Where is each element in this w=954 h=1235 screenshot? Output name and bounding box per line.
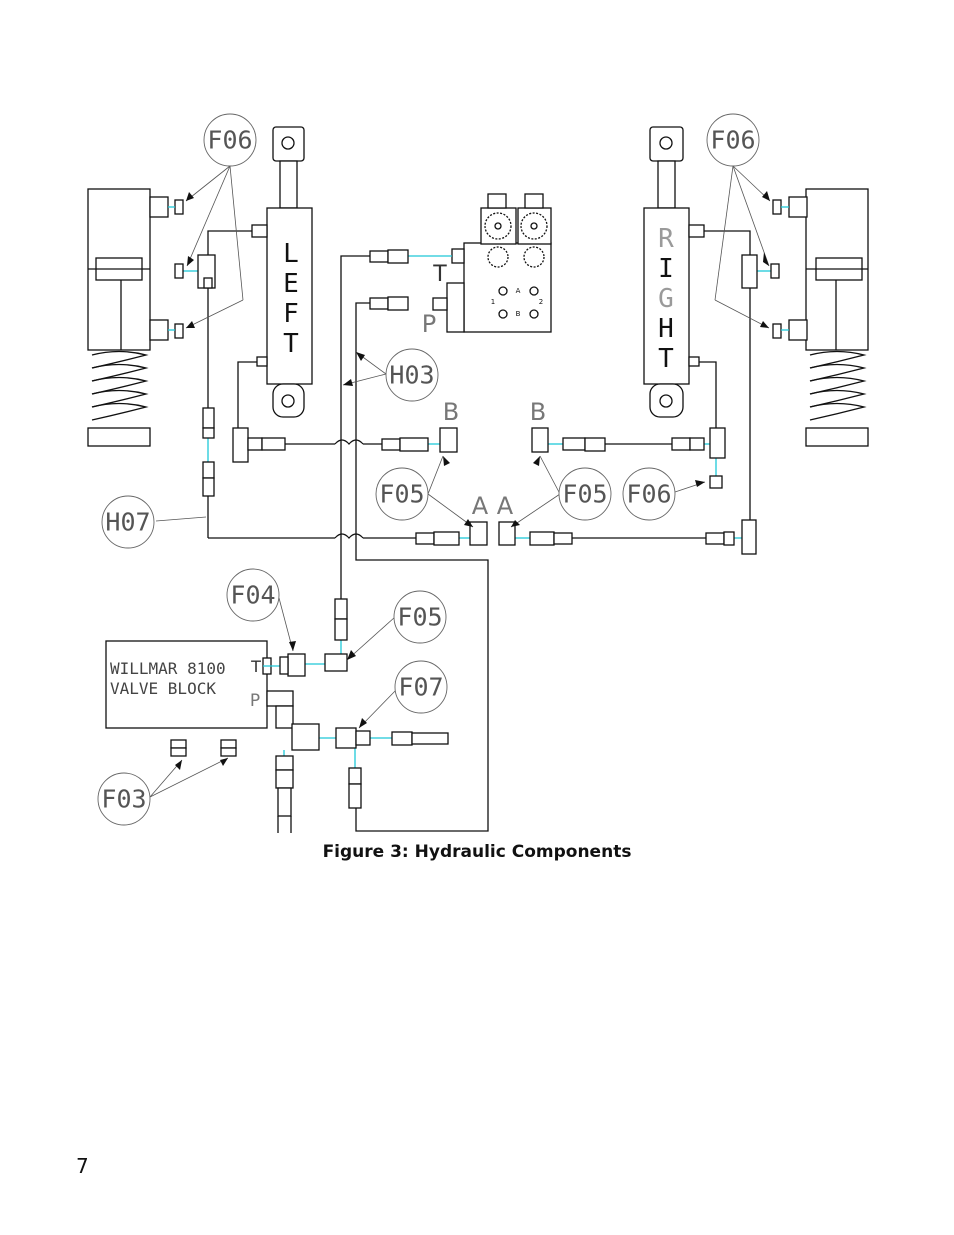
label-t-block: T — [250, 657, 261, 676]
left-cylinder: L E F T — [251, 126, 313, 418]
svg-text:H03: H03 — [389, 361, 434, 390]
right-letter-5: T — [658, 344, 674, 374]
left-letter-4: T — [283, 329, 299, 359]
right-letter-4: H — [658, 314, 674, 344]
callouts: F06 F06 H03 F05 F05 F06 H07 F04 — [97, 113, 760, 826]
port-labels: T P B B A A T P — [250, 262, 546, 711]
svg-text:F07: F07 — [398, 673, 443, 702]
right-cylinder: R I G H T — [643, 126, 705, 418]
left-letter-1: L — [283, 239, 299, 269]
label-a-right: A — [497, 492, 514, 520]
left-letter-3: F — [283, 299, 299, 329]
label-a-left: A — [472, 492, 489, 520]
callout-f03: F03 — [97, 772, 151, 826]
label-p-block: P — [250, 691, 260, 711]
right-letter-3: G — [658, 284, 674, 314]
control-valve: A B 1 2 — [432, 193, 552, 333]
valve-block-line2: VALVE BLOCK — [110, 679, 216, 698]
label-b-right: B — [530, 398, 546, 426]
figure-caption: Figure 3: Hydraulic Components — [322, 842, 632, 862]
left-spring-assembly — [87, 188, 184, 447]
callout-f07: F07 — [394, 660, 448, 714]
label-t-valve: T — [432, 262, 447, 287]
svg-text:F06: F06 — [710, 126, 755, 155]
svg-text:F06: F06 — [207, 126, 252, 155]
callout-h07: H07 — [101, 495, 155, 549]
svg-text:F05: F05 — [562, 480, 607, 509]
callout-f06-left: F06 — [203, 113, 257, 167]
hoses — [207, 230, 751, 832]
callout-f04: F04 — [226, 568, 280, 622]
svg-text:F03: F03 — [101, 785, 146, 814]
svg-text:F06: F06 — [626, 480, 671, 509]
valve-port-a: A — [516, 287, 521, 295]
callout-f06-lower: F06 — [622, 467, 676, 521]
valve-mark-2: 2 — [539, 298, 543, 306]
svg-text:F04: F04 — [230, 581, 275, 610]
callout-h03: H03 — [385, 348, 439, 402]
valve-block-line1: WILLMAR 8100 — [110, 659, 226, 678]
right-letter-1: R — [658, 224, 674, 254]
svg-text:F05: F05 — [379, 480, 424, 509]
callout-f05-right: F05 — [558, 467, 612, 521]
connectors — [168, 206, 789, 768]
svg-text:H07: H07 — [105, 508, 150, 537]
willmar-valve-block: WILLMAR 8100 VALVE BLOCK — [105, 640, 294, 729]
callout-f06-right: F06 — [706, 113, 760, 167]
callout-f05-left: F05 — [375, 467, 429, 521]
right-letter-2: I — [658, 254, 674, 284]
valve-mark-1: 1 — [491, 298, 495, 306]
callout-f05-lower: F05 — [393, 590, 447, 644]
fittings — [170, 249, 780, 833]
page-number: 7 — [76, 1154, 89, 1178]
leader-lines — [149, 165, 771, 798]
label-p-valve: P — [422, 310, 436, 338]
left-letter-2: E — [283, 269, 299, 299]
valve-port-b: B — [516, 310, 521, 318]
svg-text:F05: F05 — [397, 603, 442, 632]
label-b-left: B — [443, 398, 459, 426]
right-spring-assembly — [772, 188, 869, 447]
arrowheads — [175, 191, 770, 770]
